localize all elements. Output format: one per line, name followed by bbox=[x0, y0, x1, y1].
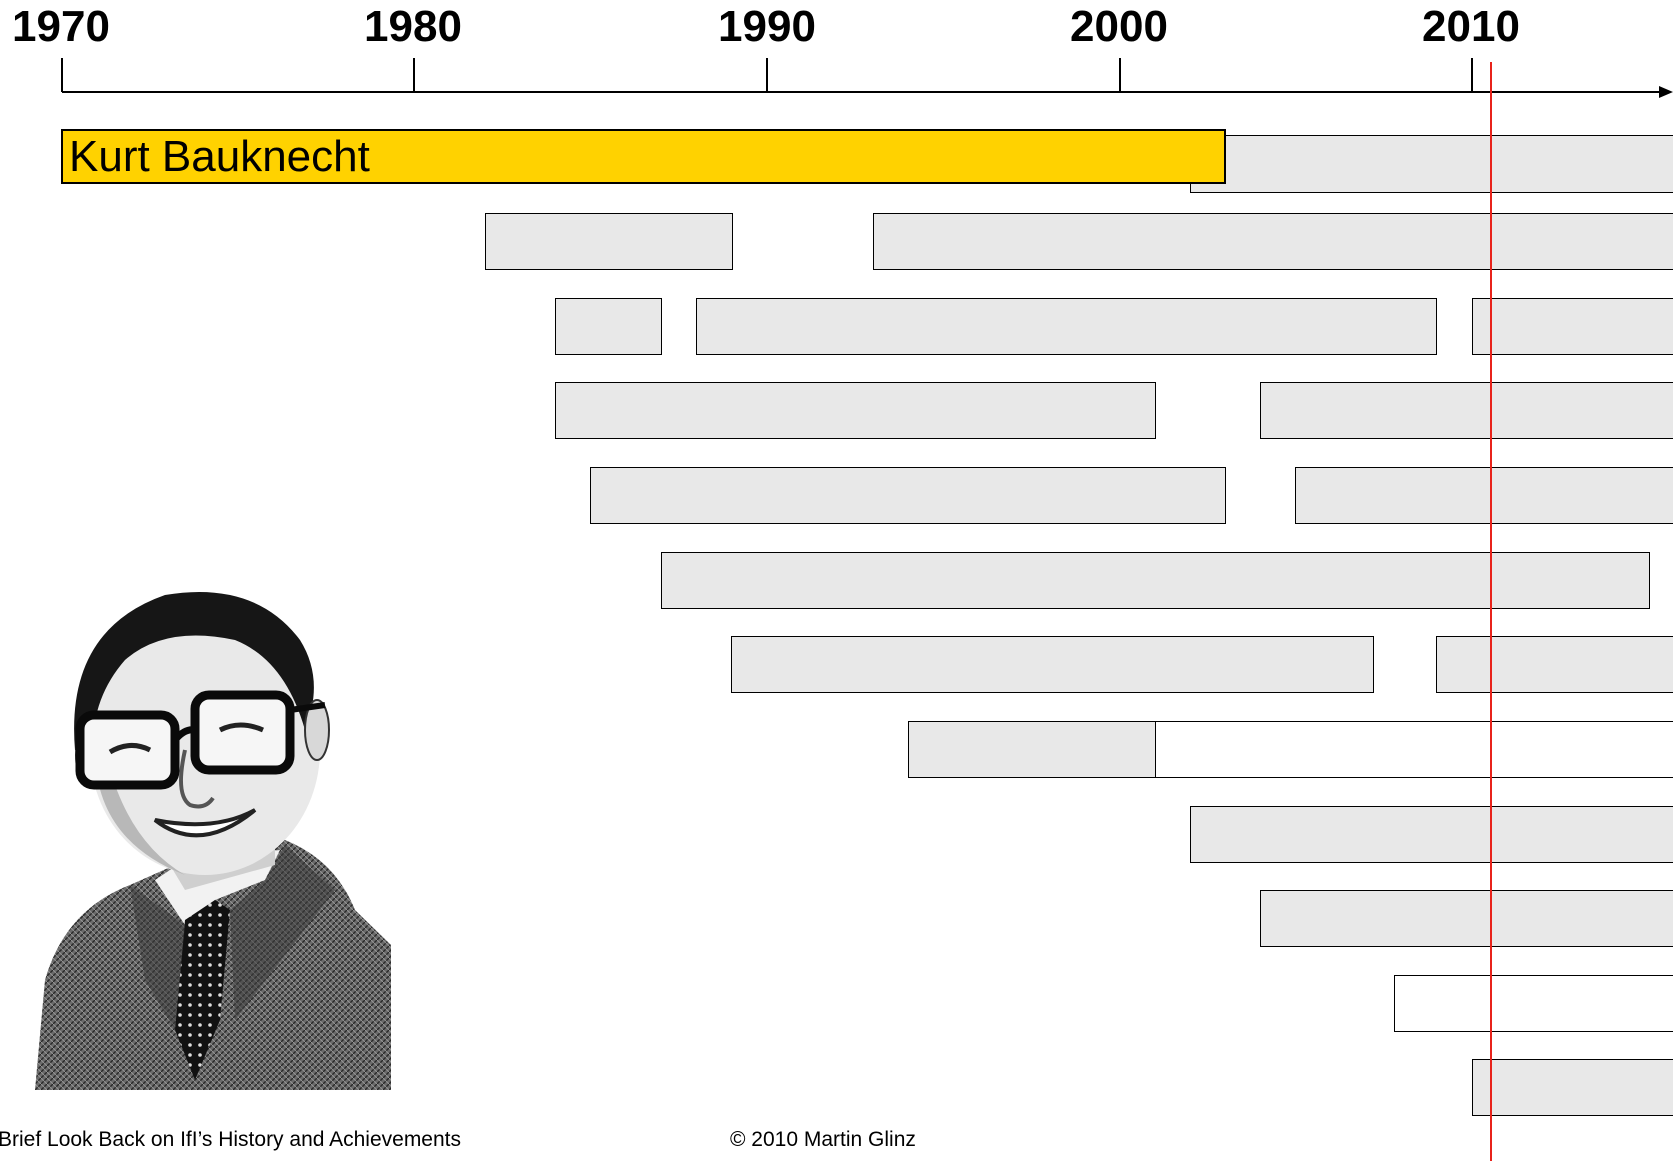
timeline-bar bbox=[590, 467, 1226, 524]
timeline-bar bbox=[485, 213, 733, 270]
bar-label: Kurt Bauknecht bbox=[69, 132, 370, 181]
timeline-bar bbox=[555, 298, 662, 355]
footer-copyright: © 2010 Martin Glinz bbox=[730, 1128, 916, 1151]
current-year-marker bbox=[1490, 62, 1492, 1161]
timeline-bar bbox=[1155, 721, 1673, 778]
highlight-bar-kurt-bauknecht: Kurt Bauknecht bbox=[61, 129, 1226, 184]
timeline-bar bbox=[873, 213, 1673, 270]
timeline-bar bbox=[1436, 636, 1673, 693]
timeline-bar bbox=[1472, 298, 1673, 355]
year-label-1970: 1970 bbox=[12, 2, 110, 51]
portrait-photo-icon bbox=[35, 592, 391, 1090]
timeline-bar bbox=[1190, 806, 1673, 863]
timeline-bar bbox=[731, 636, 1374, 693]
timeline-bar bbox=[555, 382, 1156, 439]
timeline-bar bbox=[1472, 1059, 1673, 1116]
year-label-1990: 1990 bbox=[718, 2, 816, 51]
timeline-bar bbox=[908, 721, 1156, 778]
timeline-bar bbox=[1295, 467, 1673, 524]
year-label-2000: 2000 bbox=[1070, 2, 1168, 51]
timeline-bar bbox=[661, 552, 1650, 609]
timeline-bar bbox=[1260, 382, 1673, 439]
timeline-bar bbox=[1394, 975, 1673, 1032]
timeline-bar bbox=[696, 298, 1437, 355]
timeline-bar bbox=[1260, 890, 1673, 947]
timeline-bar bbox=[1190, 135, 1673, 193]
axis-arrow-icon bbox=[1659, 86, 1673, 98]
year-label-1980: 1980 bbox=[364, 2, 462, 51]
footer-title: Brief Look Back on IfI’s History and Ach… bbox=[0, 1128, 462, 1151]
year-label-2010: 2010 bbox=[1422, 2, 1520, 51]
